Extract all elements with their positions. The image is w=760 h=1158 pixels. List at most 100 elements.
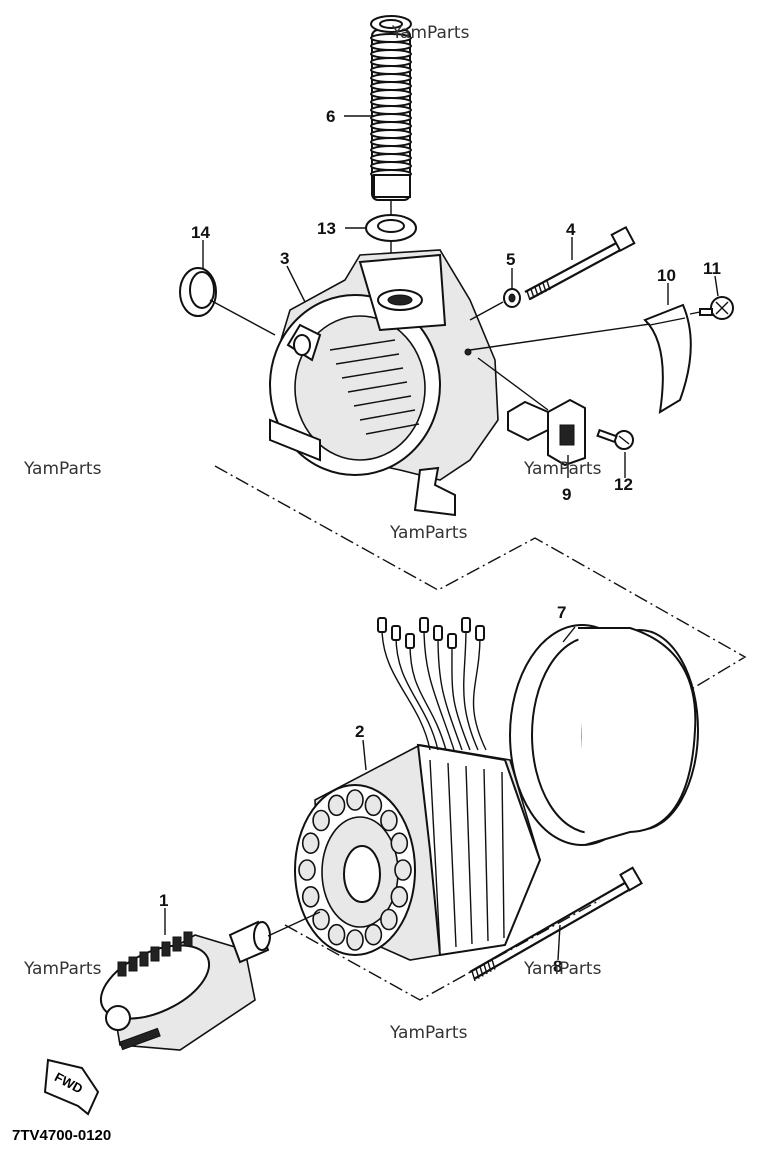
lower-assembly-outline xyxy=(284,899,601,1001)
callout-2: 2 xyxy=(355,722,364,741)
stator-slot xyxy=(501,771,505,939)
rotor-segment xyxy=(172,936,182,952)
stator-coil xyxy=(364,923,383,946)
wire-terminal xyxy=(405,633,415,649)
leader-lines xyxy=(164,115,719,961)
housing-fin xyxy=(329,339,396,351)
hose-rib xyxy=(370,81,412,91)
callout-9: 9 xyxy=(562,485,571,504)
thread-line xyxy=(475,968,480,979)
drawing-code: 7TV4700-0120 xyxy=(12,1127,111,1144)
wire-terminal xyxy=(475,625,485,641)
wire-terminal xyxy=(377,617,387,633)
hose-rib xyxy=(370,89,412,99)
rotor-segment xyxy=(128,956,138,972)
housing-fin xyxy=(353,395,412,407)
housing-fin xyxy=(359,409,416,421)
hose-rib xyxy=(370,161,412,171)
wire-terminal xyxy=(419,617,429,633)
callout-11: 11 xyxy=(703,259,721,278)
thread-line xyxy=(542,282,547,293)
watermark: YamParts xyxy=(23,959,102,979)
callout-7: 7 xyxy=(557,603,566,622)
stator-coil xyxy=(380,908,398,931)
hose-rib xyxy=(370,65,412,75)
stator-coil xyxy=(312,809,330,832)
hose-rib xyxy=(370,113,412,123)
stator-slot xyxy=(465,765,473,945)
upper-assembly-outline xyxy=(214,465,747,691)
callout-5: 5 xyxy=(506,250,515,269)
thread-line xyxy=(487,961,492,973)
part-7-ring xyxy=(509,624,699,846)
thread-line xyxy=(546,280,551,291)
watermark: YamParts xyxy=(523,459,602,479)
thread-line xyxy=(530,288,535,299)
part-14-bearing xyxy=(179,267,276,336)
stator-coil xyxy=(327,923,346,946)
stator-slot xyxy=(429,759,441,951)
thread-line xyxy=(479,966,484,977)
thread-line xyxy=(491,959,496,970)
stator-lead-wire xyxy=(472,635,487,751)
hose-rib xyxy=(370,41,412,51)
rotor-segment xyxy=(150,946,160,962)
stator-coil xyxy=(394,859,412,881)
stator-coil xyxy=(380,809,398,832)
housing-fin xyxy=(347,381,408,393)
callout-13: 13 xyxy=(317,219,336,238)
part-3-housing xyxy=(269,249,499,517)
stator-coil xyxy=(298,859,316,881)
callout-14: 14 xyxy=(191,223,210,242)
stator-slot xyxy=(447,762,457,948)
stator-lead-wire xyxy=(409,643,447,751)
part-11-screw xyxy=(689,296,734,320)
hose-rib xyxy=(370,145,412,155)
stator-lead-wire xyxy=(381,627,431,751)
watermark: YamParts xyxy=(523,959,602,979)
hose-rib xyxy=(370,49,412,59)
callout-6: 6 xyxy=(326,107,335,126)
stator-coil xyxy=(390,832,409,855)
callout-1: 1 xyxy=(159,891,168,910)
stator-coil xyxy=(346,789,364,811)
stator-slot xyxy=(483,768,489,942)
wire-terminal xyxy=(391,625,401,641)
hose-rib xyxy=(370,137,412,147)
housing-fin xyxy=(341,367,404,379)
housing-fin xyxy=(335,353,400,365)
part-2-stator xyxy=(294,617,542,961)
watermark: YamParts xyxy=(389,523,468,543)
stator-lead-wire xyxy=(395,635,439,751)
fwd-direction-arrow: FWD xyxy=(43,1058,100,1116)
callout-12: 12 xyxy=(614,475,633,494)
wire-terminal xyxy=(461,617,471,633)
hose-rib xyxy=(370,153,412,163)
hose-rib xyxy=(370,105,412,115)
part-10-cover xyxy=(469,303,692,414)
watermark: YamParts xyxy=(389,1023,468,1043)
part-5-washer xyxy=(469,288,521,321)
part-4-bolt xyxy=(524,225,636,301)
thread-line xyxy=(526,290,531,301)
thread-line xyxy=(483,963,488,975)
hose-rib xyxy=(370,129,412,139)
part-12-screw xyxy=(596,428,634,450)
callout-10: 10 xyxy=(657,266,676,285)
callout-labels: 6 13 14 3 4 5 10 11 9 12 7 2 1 8 xyxy=(159,107,721,976)
part-6-hose xyxy=(370,15,412,215)
part-1-rotor xyxy=(99,911,321,1051)
stator-coil xyxy=(301,832,320,855)
thread-line xyxy=(538,284,543,295)
hose-rib xyxy=(370,121,412,131)
callout-8: 8 xyxy=(553,957,562,976)
rotor-segment xyxy=(161,941,171,957)
thread-line xyxy=(534,286,539,297)
wire-terminal xyxy=(447,633,457,649)
stator-coil xyxy=(346,929,364,951)
part-9-brush-holder xyxy=(477,357,586,467)
stator-lead-wire xyxy=(463,627,479,751)
part-8-bolt xyxy=(469,866,643,982)
hose-rib xyxy=(370,73,412,83)
stator-coil xyxy=(301,885,320,908)
